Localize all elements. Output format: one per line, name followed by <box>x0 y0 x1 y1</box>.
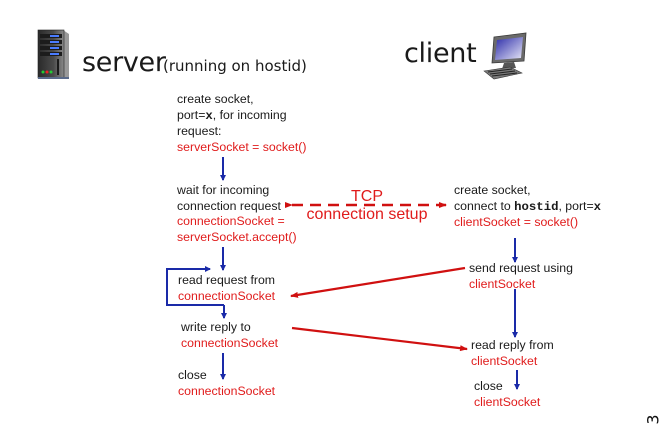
server-create-code: serverSocket = socket() <box>177 139 307 154</box>
server-create-line2-suffix: , for incoming <box>212 107 287 122</box>
server-read-line1: read request from <box>178 273 276 287</box>
client-create-hostid: hostid <box>514 199 559 214</box>
client-create-port-label: , port= <box>558 198 594 213</box>
client-create-connect-label: connect to <box>454 198 515 213</box>
server-step-close: close connectionSocket <box>178 368 275 399</box>
server-create-line1: create socket, <box>177 92 254 106</box>
tcp-label-line1: TCP <box>351 188 383 205</box>
client-step-close: close clientSocket <box>474 379 540 410</box>
server-icon <box>36 28 70 80</box>
server-create-port-var: x <box>205 108 213 123</box>
client-step-create: create socket, connect to hostid, port=x… <box>454 183 601 231</box>
server-create-port-label: port= <box>177 107 206 122</box>
tcp-connection-label: TCP connection setup <box>298 188 436 224</box>
server-write-line1: write reply to <box>181 320 251 334</box>
server-wait-code2: serverSocket.accept() <box>177 229 297 244</box>
server-step-read: read request from connectionSocket <box>178 273 275 304</box>
server-write-code: connectionSocket <box>181 335 279 350</box>
client-create-line1: create socket, <box>454 183 531 197</box>
server-close-line1: close <box>178 368 207 382</box>
reply-message-arrow <box>291 326 468 352</box>
client-step-read: read reply from clientSocket <box>471 338 554 369</box>
server-step-create: create socket, port=x, for incoming requ… <box>177 92 307 155</box>
client-send-line1: send request using <box>469 261 573 275</box>
server-title: server <box>82 47 166 78</box>
server-step-write: write reply to connectionSocket <box>181 320 278 351</box>
client-title: client <box>404 38 477 69</box>
server-read-code: connectionSocket <box>178 288 276 303</box>
server-note: (running on hostid) <box>163 57 307 75</box>
client-create-code: clientSocket = socket() <box>454 215 579 229</box>
request-message-arrow <box>290 266 466 298</box>
tcp-label-line2: connection setup <box>306 206 428 223</box>
server-create-line3: request: <box>177 124 222 138</box>
server-wait-line2: connection request <box>177 198 281 213</box>
client-close-line1: close <box>474 379 503 393</box>
server-wait-line1: wait for incoming <box>177 183 270 197</box>
client-read-line1: read reply from <box>471 338 554 352</box>
client-close-code: clientSocket <box>474 394 541 409</box>
client-create-port-var: x <box>593 199 602 214</box>
client-icon <box>480 31 536 81</box>
server-close-code: connectionSocket <box>178 383 276 398</box>
client-send-code: clientSocket <box>469 276 536 291</box>
server-loop-arrow <box>166 266 224 306</box>
server-create-line2: port=x, for incoming <box>177 108 307 125</box>
server-step-wait: wait for incoming connection request con… <box>177 183 297 245</box>
page-number: 3 <box>644 414 660 424</box>
server-wait-code1: connectionSocket = <box>177 214 285 228</box>
client-step-send: send request using clientSocket <box>469 261 573 292</box>
client-read-code: clientSocket <box>471 353 538 368</box>
client-create-line2: connect to hostid, port=x <box>454 199 601 216</box>
